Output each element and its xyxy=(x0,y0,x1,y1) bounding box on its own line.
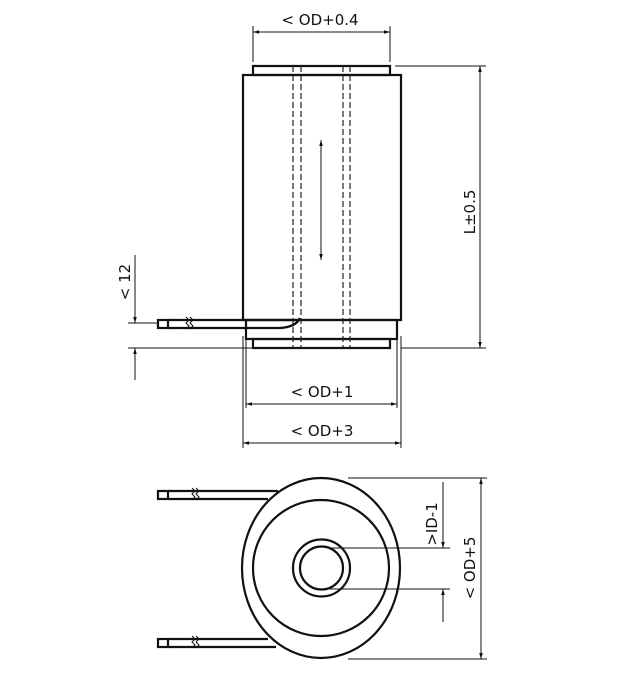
lead-wire-bottom xyxy=(156,635,276,649)
lead-wire-top xyxy=(156,487,278,501)
outer-diameter-label: < OD+5 xyxy=(461,537,479,600)
outer-winding xyxy=(240,476,402,660)
top-width-label: < OD+0.4 xyxy=(281,11,358,29)
flange-circle xyxy=(251,498,391,638)
inner-diameter-label: >ID-1 xyxy=(423,502,441,546)
width-label-2: < OD+3 xyxy=(291,422,354,440)
lead-offset-label: < 12 xyxy=(116,264,134,300)
bore-inner-circle xyxy=(298,545,345,591)
lead-wire xyxy=(156,316,302,330)
length-label: L±0.5 xyxy=(461,190,479,235)
bottom-cap xyxy=(251,337,392,350)
bore-hidden-lines xyxy=(292,66,351,348)
bottom-ring xyxy=(244,318,399,341)
side-view: < OD+0.4 L±0.5 < 12 < OD+1 < OD+3 xyxy=(116,11,486,448)
top-cap xyxy=(251,64,392,77)
width-label-1: < OD+1 xyxy=(291,383,354,401)
bore-outer-circle xyxy=(291,538,352,598)
end-view: >ID-1 < OD+5 xyxy=(156,476,487,660)
coil-body xyxy=(241,73,403,322)
